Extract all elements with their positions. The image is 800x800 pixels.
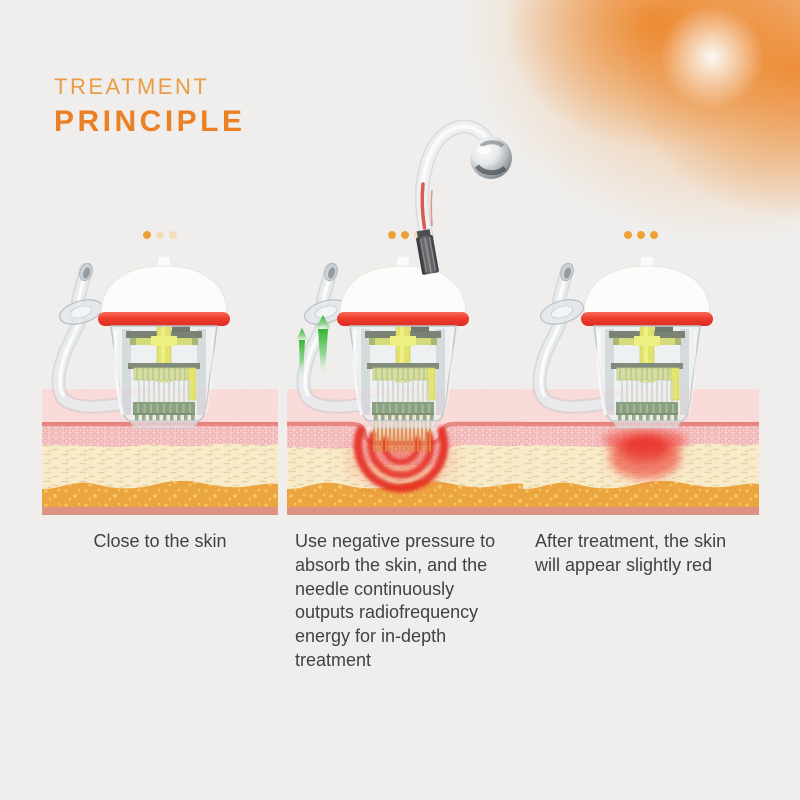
panel-caption: Close to the skin: [93, 531, 227, 551]
negative-pressure-illustration: [287, 119, 523, 515]
close-to-skin-illustration: [42, 254, 278, 515]
page-header: TREATMENT PRINCIPLE: [54, 74, 246, 139]
panel-caption: Use negative pressure to absorb the skin…: [295, 531, 496, 670]
panel-step-1: Close to the skin: [42, 100, 278, 700]
rf-waves-icon: [349, 426, 453, 493]
power-cable-icon: [414, 119, 512, 275]
after-treatment-illustration: [523, 254, 759, 515]
page-title: PRINCIPLE: [54, 105, 246, 138]
panel-step-3: After treatment, the skin will appear sl…: [523, 100, 759, 700]
title-kicker: TREATMENT: [54, 74, 210, 99]
panel-caption: After treatment, the skin will appear sl…: [535, 531, 727, 575]
panel-step-2: Use negative pressure to absorb the skin…: [287, 100, 523, 700]
